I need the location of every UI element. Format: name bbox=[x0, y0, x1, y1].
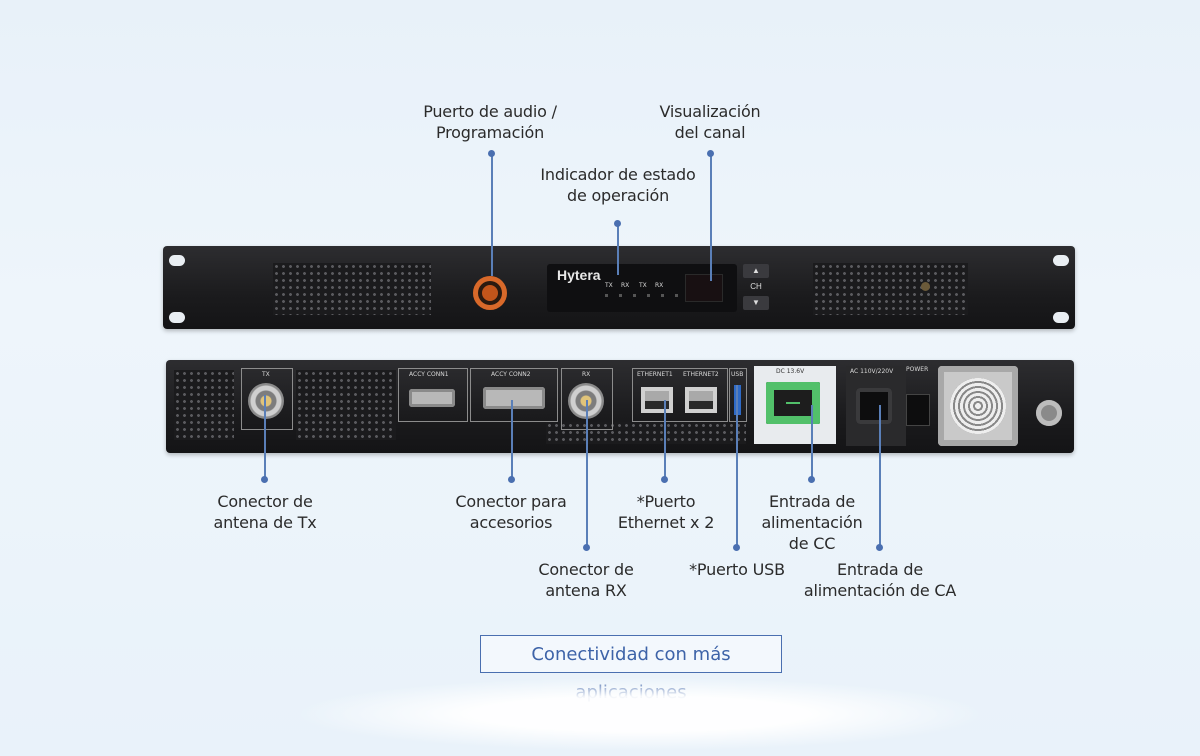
leader-dot bbox=[876, 544, 883, 551]
front-display: Hytera TX RX TX RX bbox=[547, 264, 737, 312]
led-label: TX bbox=[605, 282, 613, 289]
leader-line bbox=[586, 400, 588, 547]
ethernet-port-2[interactable] bbox=[685, 387, 717, 413]
leader-dot bbox=[614, 220, 621, 227]
usb-label: USB bbox=[731, 371, 744, 378]
rack-ear-hole bbox=[1053, 255, 1069, 266]
tx-label: TX bbox=[262, 371, 270, 378]
dc-input-box: DC 13.6V bbox=[754, 366, 836, 444]
screw-icon bbox=[921, 282, 930, 291]
brand-logo: Hytera bbox=[557, 267, 601, 283]
audio-programming-port[interactable] bbox=[473, 276, 507, 310]
accy-conn2-box: ACCY CONN2 bbox=[470, 368, 558, 422]
channel-button-label: CH bbox=[750, 282, 762, 291]
leader-dot bbox=[488, 150, 495, 157]
accy2-label: ACCY CONN2 bbox=[491, 371, 531, 378]
rear-vent-grille bbox=[546, 422, 746, 444]
tx-antenna-box: TX bbox=[241, 368, 293, 430]
callout-accessory-connector: Conector para accesorios bbox=[455, 492, 567, 532]
leader-line bbox=[664, 400, 666, 479]
accessory-connector-2[interactable] bbox=[483, 387, 545, 409]
callout-dc-input: Entrada de alimentación de CC bbox=[761, 492, 863, 553]
leader-dot bbox=[707, 150, 714, 157]
callout-ethernet: *Puerto Ethernet x 2 bbox=[617, 492, 715, 532]
ethernet-box: ETHERNET1 ETHERNET2 bbox=[632, 368, 728, 422]
status-indicator-led bbox=[605, 294, 685, 297]
ac-power-socket[interactable] bbox=[856, 388, 892, 424]
eth2-label: ETHERNET2 bbox=[683, 371, 719, 378]
tx-antenna-connector[interactable] bbox=[248, 383, 284, 419]
rack-ear-hole bbox=[169, 312, 185, 323]
rack-ear-hole bbox=[169, 255, 185, 266]
channel-display-digits bbox=[685, 274, 723, 302]
ac-label: AC 110V/220V bbox=[850, 368, 894, 375]
leader-line bbox=[491, 153, 493, 276]
front-vent-grille-left bbox=[273, 263, 431, 315]
callout-status-indicator: Indicador de estado de operación bbox=[540, 165, 696, 205]
leader-line bbox=[736, 385, 738, 547]
ground-terminal-icon bbox=[1036, 400, 1062, 426]
leader-dot bbox=[733, 544, 740, 551]
leader-dot bbox=[661, 476, 668, 483]
leader-dot bbox=[508, 476, 515, 483]
usb-box: USB bbox=[729, 368, 747, 422]
led-label: TX bbox=[639, 282, 647, 289]
connectivity-tab-button[interactable]: Conectividad con más aplicaciones bbox=[480, 635, 782, 703]
led-label: RX bbox=[655, 282, 664, 289]
channel-down-button[interactable]: ▼ bbox=[743, 296, 769, 310]
fan-icon bbox=[938, 366, 1018, 446]
callout-ac-input: Entrada de alimentación de CA bbox=[803, 560, 957, 600]
leader-dot bbox=[583, 544, 590, 551]
dc-label: DC 13.6V bbox=[776, 368, 805, 375]
callout-rx-antenna: Conector de antena RX bbox=[538, 560, 634, 600]
rx-label: RX bbox=[582, 371, 591, 378]
leader-line bbox=[511, 400, 513, 479]
leader-dot bbox=[261, 476, 268, 483]
leader-line bbox=[617, 223, 619, 275]
leader-dot bbox=[808, 476, 815, 483]
callout-channel-display: Visualización del canal bbox=[659, 102, 761, 142]
rear-vent-grille bbox=[174, 370, 234, 440]
accy-conn1-box: ACCY CONN1 bbox=[398, 368, 468, 422]
front-vent-grille-right bbox=[813, 263, 968, 315]
led-label: RX bbox=[621, 282, 630, 289]
accy1-label: ACCY CONN1 bbox=[409, 371, 449, 378]
channel-up-button[interactable]: ▲ bbox=[743, 264, 769, 278]
ethernet-port-1[interactable] bbox=[641, 387, 673, 413]
front-panel: Hytera TX RX TX RX ▲ CH ▼ bbox=[163, 246, 1075, 329]
rear-vent-grille bbox=[296, 370, 396, 440]
callout-tx-antenna: Conector de antena de Tx bbox=[213, 492, 317, 532]
accessory-connector-1[interactable] bbox=[409, 389, 455, 407]
ac-input-box: AC 110V/220V bbox=[846, 366, 906, 446]
eth1-label: ETHERNET1 bbox=[637, 371, 673, 378]
callout-usb: *Puerto USB bbox=[689, 560, 785, 579]
callout-audio-port: Puerto de audio / Programación bbox=[423, 102, 557, 142]
leader-line bbox=[710, 153, 712, 281]
leader-line bbox=[264, 395, 266, 479]
leader-line bbox=[811, 405, 813, 479]
power-switch[interactable] bbox=[906, 394, 930, 426]
leader-line bbox=[879, 405, 881, 547]
power-label: POWER bbox=[906, 366, 929, 373]
rack-ear-hole bbox=[1053, 312, 1069, 323]
faded-bottom-area bbox=[300, 678, 980, 750]
rear-panel: TX ACCY CONN1 ACCY CONN2 RX ETHERNET1 ET… bbox=[166, 360, 1074, 453]
